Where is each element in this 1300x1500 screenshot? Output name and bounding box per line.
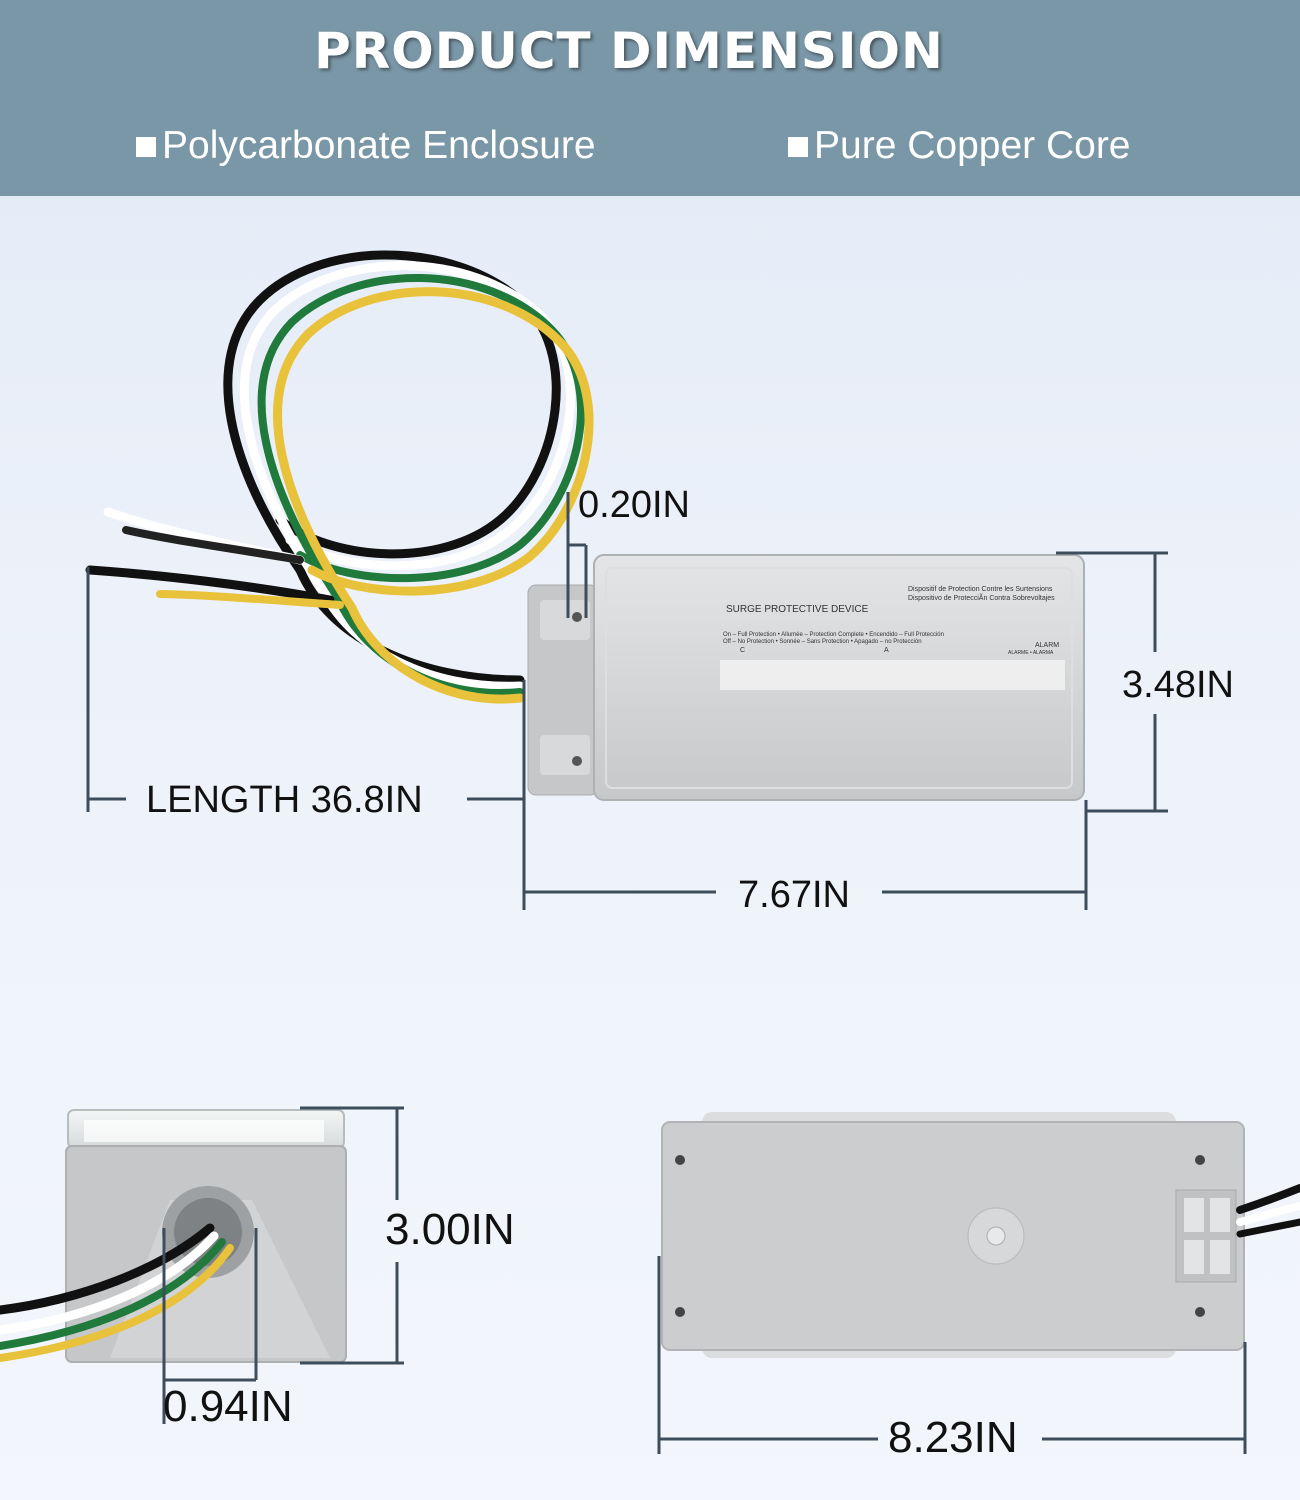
label-status-on: On – Full Protection • Allumée – Protect… <box>723 632 944 638</box>
dimension-lines-base <box>657 1256 1247 1454</box>
wire-coil <box>85 250 594 704</box>
label-title: SURGE PROTECTIVE DEVICE <box>726 604 869 615</box>
dimension-height: 3.48IN <box>1122 664 1234 706</box>
label-phase-a: A <box>884 647 889 654</box>
dimension-base-length: 8.23IN <box>888 1413 1018 1462</box>
dimension-wire-length: LENGTH 36.8IN <box>146 779 423 821</box>
header-banner: PRODUCT DIMENSION Polycarbonate Enclosur… <box>0 0 1300 196</box>
square-bullet-icon <box>788 137 808 157</box>
device-label-text: SURGE PROTECTIVE DEVICE Dispositif de Pr… <box>723 586 1059 656</box>
dimension-body-length: 7.67IN <box>738 874 850 916</box>
enclosure-base-view <box>661 1112 1245 1358</box>
feature-label: Polycarbonate Enclosure <box>162 124 596 167</box>
label-alarm-sub: ALARME • ALARMA <box>1008 650 1054 656</box>
dimension-hole-offset: 0.94IN <box>163 1382 293 1431</box>
dimension-side-height: 3.00IN <box>385 1205 515 1254</box>
dimension-mount-offset: 0.20IN <box>578 484 690 526</box>
label-line-es: Dispositivo de ProtecciÃn Contra Sobrevo… <box>908 593 1055 602</box>
feature-item-copper: Pure Copper Core <box>788 124 1131 168</box>
label-status-off: Off – No Protection • Sonnée – Sans Prot… <box>723 639 922 645</box>
label-phase-c: C <box>740 647 745 654</box>
dimension-lines-side <box>162 1106 404 1424</box>
square-bullet-icon <box>136 137 156 157</box>
dimension-lines-top <box>86 492 1168 910</box>
enclosure-top-view <box>527 554 1085 801</box>
base-view-wires <box>1236 1184 1300 1238</box>
label-alarm: ALARM <box>1035 642 1059 649</box>
label-line-fr: Dispositif de Protection Contre les Surt… <box>908 586 1053 593</box>
page-title: PRODUCT DIMENSION <box>314 22 944 80</box>
feature-label: Pure Copper Core <box>814 124 1131 167</box>
side-view-wires <box>0 1223 234 1362</box>
feature-item-enclosure: Polycarbonate Enclosure <box>136 124 596 168</box>
